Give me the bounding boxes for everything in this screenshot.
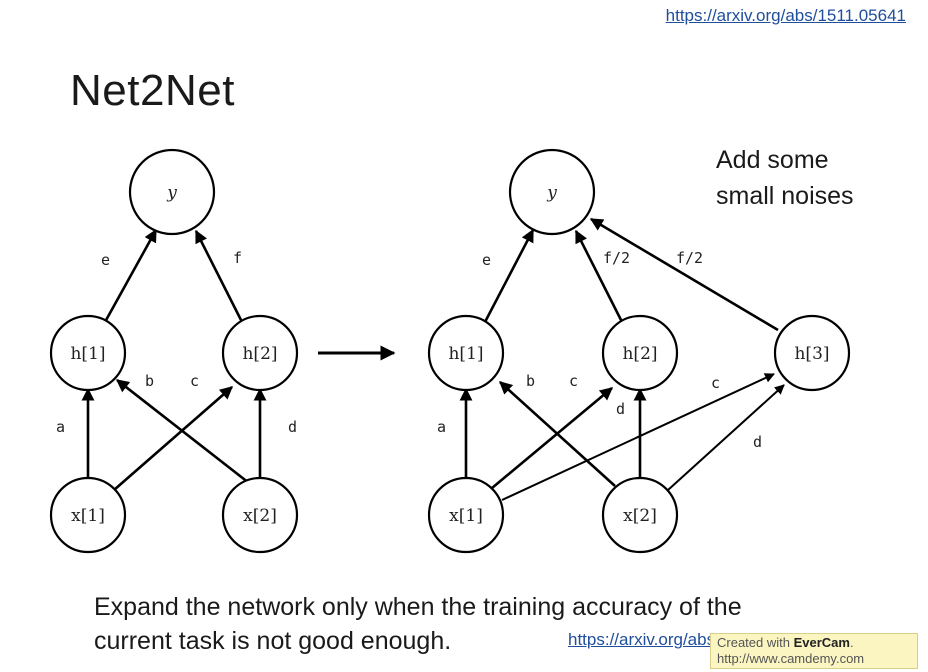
evercam-watermark: Created with EverCam. http://www.camdemy… xyxy=(710,633,918,669)
right-edge-label-f-half-2: f/2 xyxy=(676,249,703,267)
right-edge-label-d: d xyxy=(616,400,625,418)
noise-note-line-2: small noises xyxy=(716,182,854,210)
left-node-x2 xyxy=(221,476,299,554)
left-node-h1 xyxy=(49,314,127,392)
right-edge-label-b: b xyxy=(526,372,535,390)
right-edge-f-half-2 xyxy=(589,217,779,332)
right-edge-label-e: e xyxy=(482,251,491,269)
left-node-h2 xyxy=(221,314,299,392)
caption-line-2: current task is not good enough. xyxy=(94,627,452,655)
left-edge-label-c: c xyxy=(190,372,199,390)
slide-title: Net2Net xyxy=(70,66,235,115)
left-edge-f xyxy=(194,229,244,323)
right-edge-label-c: c xyxy=(569,372,578,390)
right-node-h1-label: h[1] xyxy=(448,344,483,364)
watermark-prefix: Created with xyxy=(717,635,794,650)
left-network: a b c d e f y h[1] h[2] x[1] x[2] xyxy=(49,148,299,554)
left-edge-label-e: e xyxy=(101,251,110,269)
left-edge-label-d: d xyxy=(288,418,297,436)
right-edge-c-new xyxy=(501,373,775,501)
watermark-url: http://www.camdemy.com xyxy=(717,651,865,666)
left-node-h2-label: h[2] xyxy=(242,344,277,364)
right-edge-e xyxy=(483,228,535,323)
left-node-x1 xyxy=(49,476,127,554)
watermark-brand: EverCam xyxy=(793,635,850,650)
left-edge-label-b: b xyxy=(145,372,154,390)
right-network: a b c d c d e f/2 f/2 y h[1] h[2] h[3] x… xyxy=(427,148,851,554)
right-node-h3 xyxy=(773,314,851,392)
caption-line-1: Expand the network only when the trainin… xyxy=(94,593,742,621)
right-edge-d-new xyxy=(667,384,785,491)
watermark-line-1: Created with EverCam. xyxy=(717,635,911,651)
right-node-h1 xyxy=(427,314,505,392)
left-node-h1-label: h[1] xyxy=(70,344,105,364)
left-edge-label-f: f xyxy=(233,249,242,267)
left-edge-e xyxy=(103,228,158,323)
left-edge-c xyxy=(113,386,233,491)
watermark-suffix: . xyxy=(849,635,854,650)
caption: Expand the network only when the trainin… xyxy=(94,590,914,658)
right-edge-label-c-new: c xyxy=(711,374,720,392)
right-edge-c xyxy=(491,387,613,489)
right-edge-label-f-half-1: f/2 xyxy=(603,249,630,267)
right-node-y xyxy=(508,148,596,236)
right-edge-f-half-1 xyxy=(574,229,624,323)
right-node-h2-label: h[2] xyxy=(622,344,657,364)
noise-note-line-1: Add some xyxy=(716,146,829,174)
left-node-y xyxy=(128,148,216,236)
left-node-y-label: y xyxy=(166,183,177,203)
right-node-h2 xyxy=(601,314,679,392)
right-node-h3-label: h[3] xyxy=(794,344,829,364)
right-edge-label-a: a xyxy=(437,418,446,436)
left-node-x2-label: x[2] xyxy=(243,506,277,526)
left-edge-label-a: a xyxy=(56,418,65,436)
right-node-x1 xyxy=(427,476,505,554)
right-node-y-label: y xyxy=(546,183,557,203)
right-node-x1-label: x[1] xyxy=(449,506,483,526)
noise-note: Add some small noises xyxy=(716,142,916,214)
paper-link-top[interactable]: https://arxiv.org/abs/1511.05641 xyxy=(665,6,906,25)
right-node-x2-label: x[2] xyxy=(623,506,657,526)
left-node-x1-label: x[1] xyxy=(71,506,105,526)
right-edge-label-d-new: d xyxy=(753,433,762,451)
right-node-x2 xyxy=(601,476,679,554)
left-edge-b xyxy=(115,378,250,485)
